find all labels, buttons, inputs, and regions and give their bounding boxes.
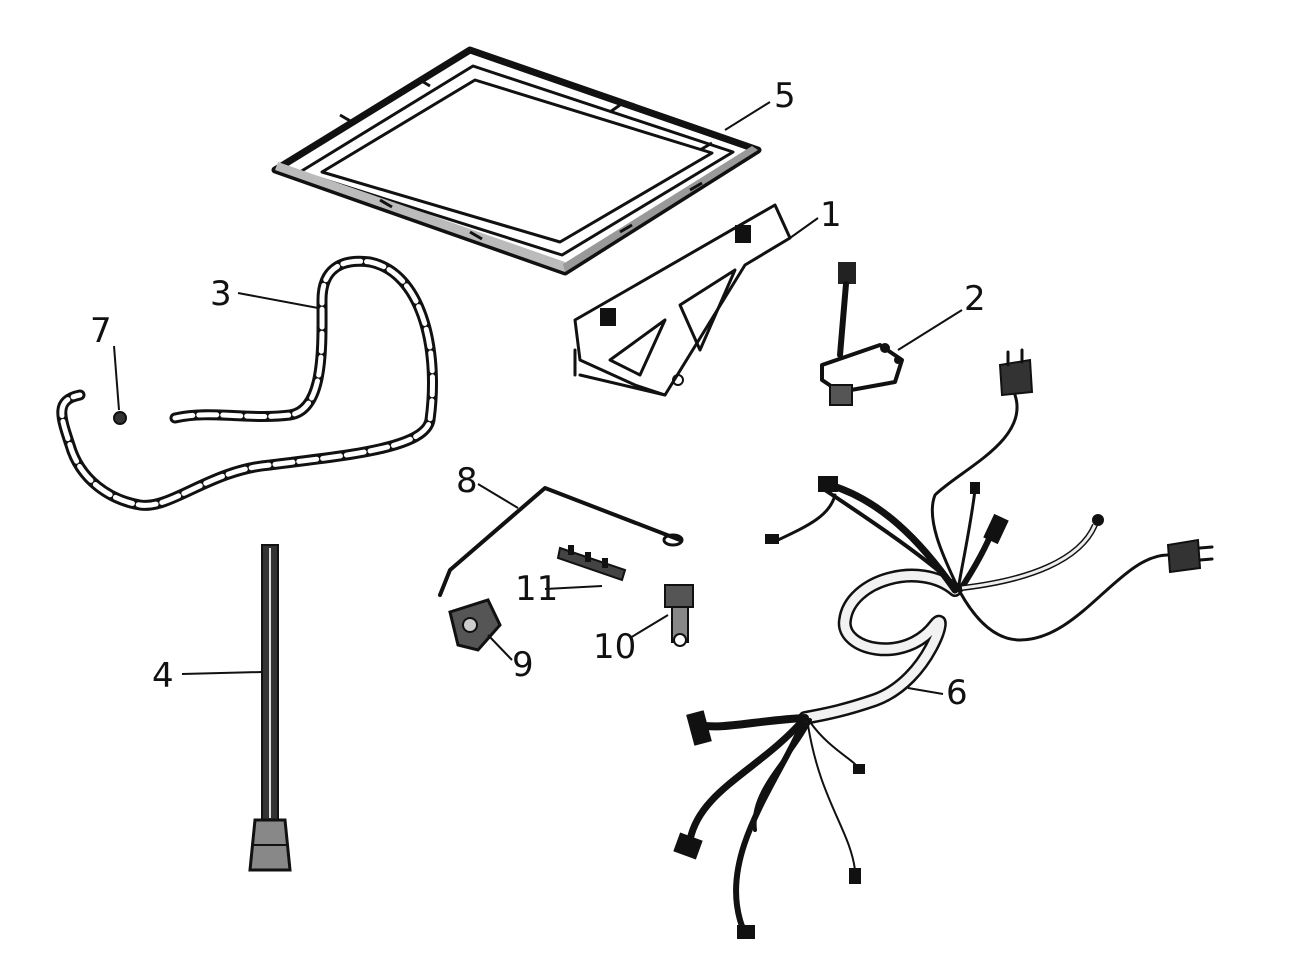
callout-11: 11 [515,569,558,609]
part-10-connector [664,584,694,647]
part-11-strip [556,545,627,582]
part-9-switch [448,598,502,652]
part-2-valve [820,262,904,406]
part-6-wire-harness [673,348,1214,939]
callout-2: 2 [964,279,986,319]
leader-lines [113,101,963,695]
part-1-bracket [573,203,792,397]
leader-4 [181,671,263,675]
leader-11 [544,585,603,590]
leader-6 [907,687,944,695]
callout-5: 5 [774,76,796,116]
callout-9: 9 [512,645,534,685]
part-8-rod [438,486,684,597]
part-5-top-frame [271,46,762,276]
callout-1: 1 [820,195,842,235]
part-4-tube [248,544,292,872]
part-3-hose [56,255,438,511]
leader-10 [629,614,669,639]
leader-2 [897,309,963,351]
callout-10: 10 [593,627,636,667]
leader-9 [487,634,513,661]
leader-1 [789,217,819,239]
leader-7 [113,345,120,411]
callout-labels: 1 2 3 4 5 6 7 8 9 10 11 [90,76,986,713]
leader-3 [237,292,319,309]
callout-7: 7 [90,311,112,351]
callout-3: 3 [210,274,232,314]
callout-4: 4 [152,656,174,696]
part-7-nut [113,411,127,425]
callout-6: 6 [946,673,968,713]
leader-5 [724,101,771,131]
leader-8 [477,483,519,509]
callout-8: 8 [456,461,478,501]
